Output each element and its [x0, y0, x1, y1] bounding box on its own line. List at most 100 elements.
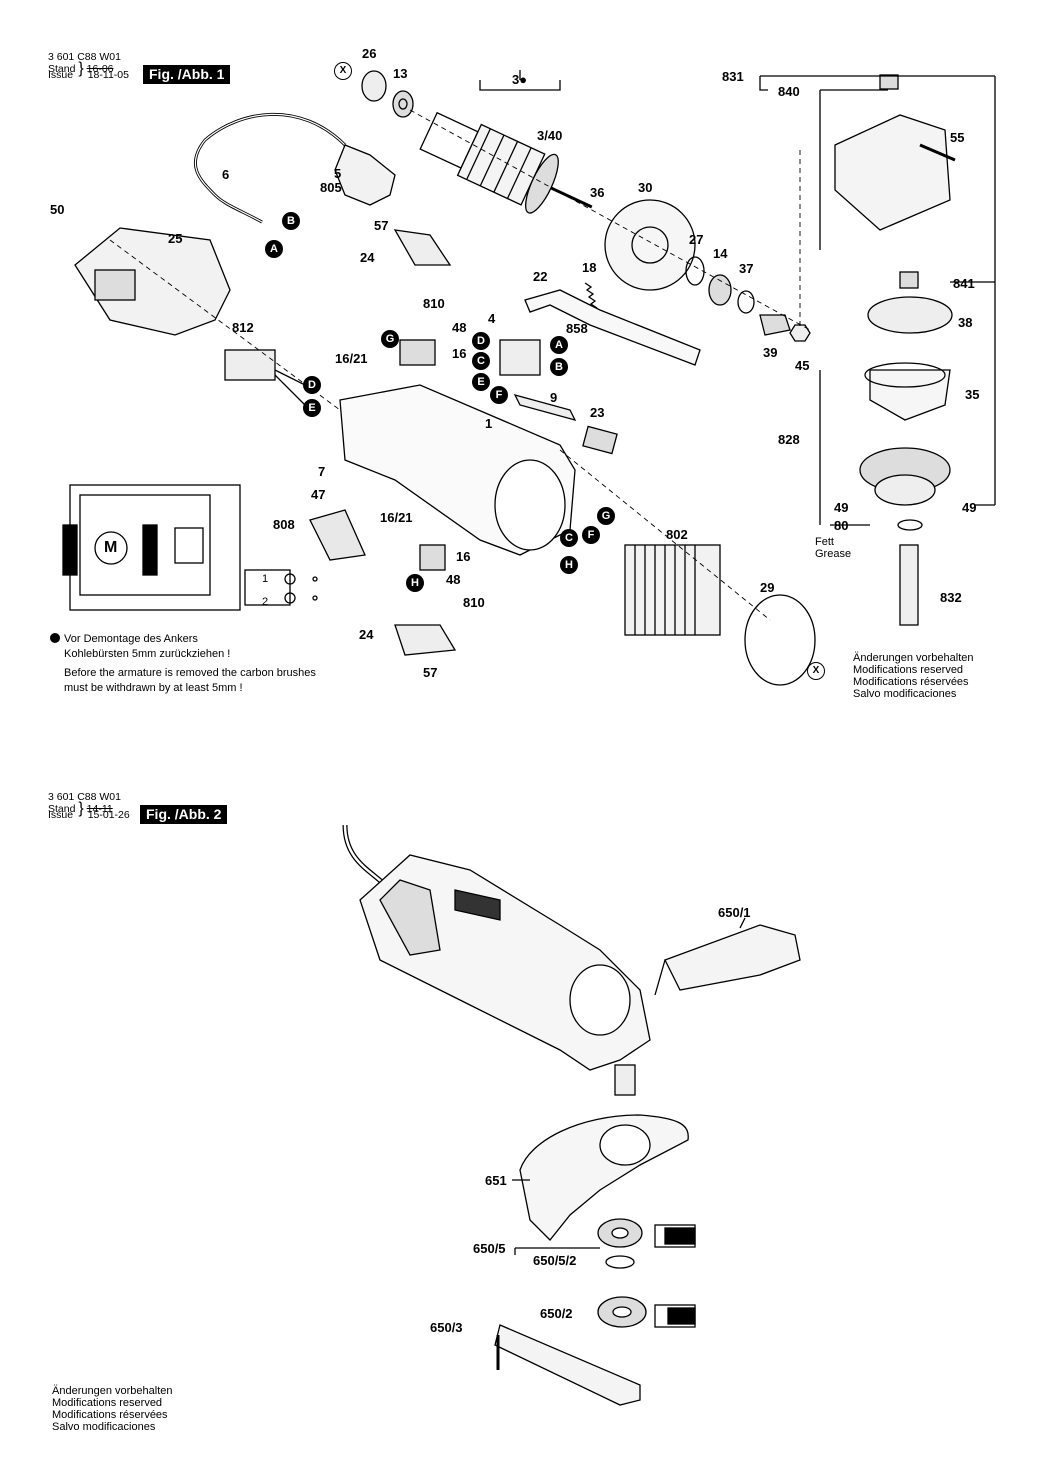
connector-marker-A: A: [265, 240, 283, 258]
field-coil: [624, 544, 721, 636]
part-label-27: 27: [689, 232, 704, 247]
part-label-47: 47: [311, 487, 326, 502]
mod2-de: Änderungen vorbehalten: [52, 1385, 173, 1397]
part-label-80: 80: [834, 518, 849, 533]
note-de-2: Kohlebürsten 5mm zurückziehen !: [64, 648, 231, 660]
part-label-24-bottom: 24: [359, 627, 374, 642]
fig2-modifications-note: Änderungen vorbehalten Modifications res…: [52, 1385, 172, 1433]
part-label-5: 5: [334, 166, 342, 181]
part-label-858: 858: [566, 321, 588, 336]
part-label-831: 831: [722, 69, 744, 84]
wiring-terminal-2: 2: [262, 596, 269, 608]
side-handle: [664, 924, 801, 991]
part-label-650-3: 650/3: [430, 1320, 463, 1335]
part-label-650-5-2: 650/5/2: [533, 1253, 577, 1268]
connector-marker-F: F: [490, 386, 508, 404]
part-label-23: 23: [590, 405, 605, 420]
fig2-title: Fig. /Abb. 2: [140, 805, 228, 824]
part-label-24-top: 24: [360, 250, 375, 265]
part-label-650-5: 650/5: [473, 1241, 506, 1256]
part-label-651: 651: [485, 1173, 507, 1188]
fig1-code: 3 601 C88 W01: [48, 51, 121, 63]
part-label-49-right: 49: [962, 500, 977, 515]
part-label-38: 38: [958, 315, 973, 330]
wiring-motor-letter: M: [104, 539, 118, 556]
fig2-issue-date: 15-01-26: [87, 809, 130, 822]
connector-marker-E: E: [303, 399, 321, 417]
connector-marker-B: B: [282, 212, 300, 230]
fig2-code: 3 601 C88 W01: [48, 791, 121, 803]
armature-note: Vor Demontage des Ankers Kohlebürsten 5m…: [50, 632, 316, 696]
fig1-stand-date: 16-06: [86, 63, 114, 75]
crown-gear: [867, 296, 953, 334]
note-en-1: Before the armature is removed the carbo…: [64, 667, 316, 679]
wiring-diagram: [62, 484, 318, 611]
motor-housing-cap: [74, 227, 231, 336]
part-label-9: 9: [550, 390, 558, 405]
part-label-1: 1: [485, 416, 493, 431]
part-label-7: 7: [318, 464, 326, 479]
connector-marker-H: H: [406, 574, 424, 592]
mod2-es: Salvo modificaciones: [52, 1421, 156, 1433]
fan: [604, 199, 696, 291]
part-label-37: 37: [739, 261, 754, 276]
fig2-header: 3 601 C88 W01 Stand } 14-11 Issue 15-01-…: [48, 791, 130, 822]
gear-head: [834, 114, 951, 231]
part-label-812: 812: [232, 320, 254, 335]
fig1-modifications-note: Änderungen vorbehalten Modifications res…: [853, 652, 973, 700]
fig1-title: Fig. /Abb. 1: [143, 65, 231, 84]
plug: [334, 144, 396, 206]
fig2-issue-label: Issue: [48, 809, 74, 822]
part-label-841: 841: [953, 276, 975, 291]
part-label-26: 26: [362, 46, 377, 61]
part-label-57-top: 57: [374, 218, 389, 233]
part-label-48-bottom: 48: [446, 572, 461, 587]
x-marker-top: X: [334, 62, 352, 80]
part-label-650-2: 650/2: [540, 1306, 573, 1321]
part-label-802: 802: [666, 527, 688, 542]
connector-marker-F2: F: [582, 526, 600, 544]
part-label-810-top: 810: [423, 296, 445, 311]
part-label-35: 35: [965, 387, 980, 402]
part-label-6: 6: [222, 167, 230, 182]
part-label-55: 55: [950, 130, 965, 145]
part-label-48-top: 48: [452, 320, 467, 335]
spanner: [494, 1324, 641, 1406]
switch-lever: [524, 289, 701, 366]
wiring-terminal-1: 1: [262, 573, 269, 585]
part-label-828: 828: [778, 432, 800, 447]
connector-marker-D: D: [303, 376, 321, 394]
part-label-3-40: 3/40: [537, 128, 563, 143]
part-label-18: 18: [582, 260, 597, 275]
fig2-stand-date: 14-11: [86, 803, 113, 815]
part-label-36: 36: [590, 185, 605, 200]
part-label-57-bottom: 57: [423, 665, 438, 680]
part-label-810-bottom: 810: [463, 595, 485, 610]
part-label-832: 832: [940, 590, 962, 605]
connector-marker-G2: G: [597, 507, 615, 525]
grease-label: Grease: [815, 548, 852, 560]
part-label-50: 50: [50, 202, 65, 217]
connector-marker-B2: B: [550, 358, 568, 376]
fig2-stand-label: Stand: [48, 803, 76, 815]
mod-fr: Modifications réservées: [853, 676, 969, 688]
mod-es: Salvo modificaciones: [853, 688, 957, 700]
connector-marker-E2: E: [472, 373, 490, 391]
fig1-issue-date: 18-11-05: [87, 69, 129, 82]
part-label-45: 45: [795, 358, 810, 373]
part-label-805: 805: [320, 180, 342, 195]
part-label-16-top: 16: [452, 346, 467, 361]
part-label-39: 39: [763, 345, 778, 360]
part-label-30: 30: [638, 180, 653, 195]
connector-marker-G: G: [381, 330, 399, 348]
fig1-header: 3 601 C88 W01 Stand } 16-06 Issue 18-11-…: [48, 51, 129, 82]
x-marker-bottom: X: [807, 662, 825, 680]
mod-de: Änderungen vorbehalten: [853, 652, 974, 664]
part-label-16-21-bottom: 16/21: [380, 510, 413, 525]
connector-marker-A2: A: [550, 336, 568, 354]
power-cable-fig2: [342, 824, 387, 887]
mod-en: Modifications reserved: [853, 664, 964, 676]
connector-marker-H2: H: [560, 556, 578, 574]
